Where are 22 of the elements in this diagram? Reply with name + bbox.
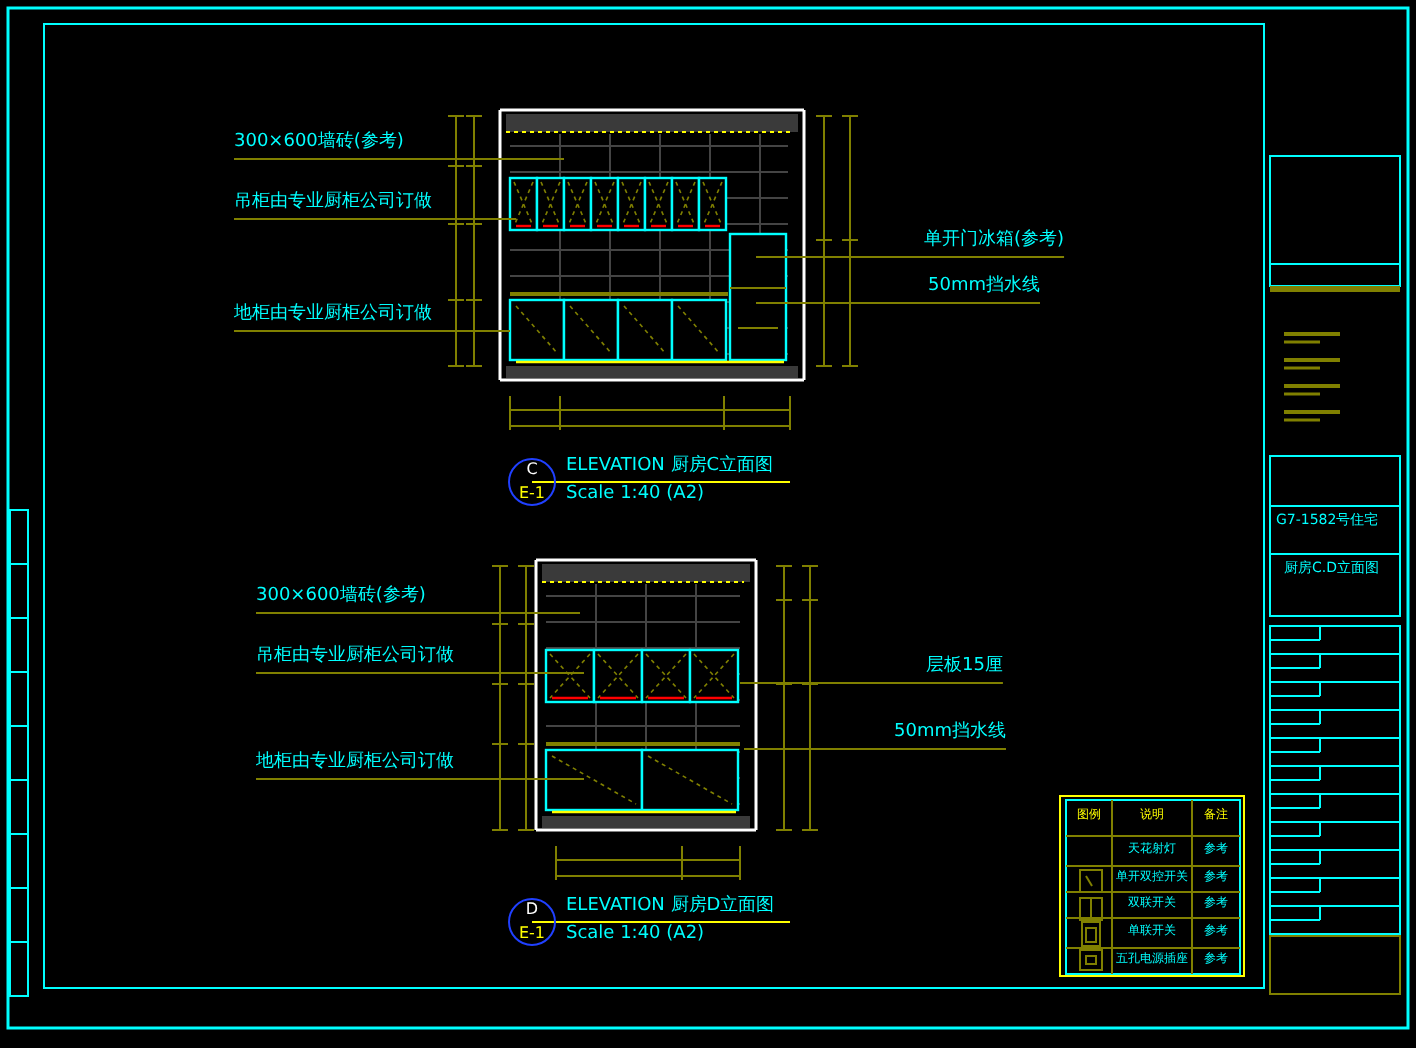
callout-text: 50mm挡水线 (880, 278, 1040, 302)
leader-line (755, 256, 881, 258)
scale-note: Scale 1:40 (A2) (566, 486, 705, 504)
elevation-title: ELEVATION 厨房C立面图 (566, 458, 774, 476)
section-letter: D (523, 902, 541, 918)
leader-line (755, 302, 881, 304)
callout-text: 地柜由专业厨柜公司订做 (256, 754, 454, 778)
sheet-number: E-1 (516, 486, 548, 502)
callout-text: 吊柜由专业厨柜公司订做 (234, 194, 432, 218)
callout-text: 300×600墙砖(参考) (234, 134, 404, 158)
scale-note: Scale 1:40 (A2) (566, 926, 705, 944)
callout-text: 地柜由专业厨柜公司订做 (234, 306, 432, 330)
leader-line (739, 682, 881, 684)
sheet-number: E-1 (516, 926, 548, 942)
callout-text: 单开门冰箱(参考) (880, 232, 1065, 256)
callout-text: 300×600墙砖(参考) (256, 588, 426, 612)
callout-text: 层板15厘 (880, 658, 1003, 682)
callout-text: 吊柜由专业厨柜公司订做 (256, 648, 454, 672)
callout-text: 50mm挡水线 (872, 724, 1006, 748)
elevation-title: ELEVATION 厨房D立面图 (566, 898, 775, 916)
leader-line (743, 748, 873, 750)
section-letter: C (524, 462, 540, 478)
